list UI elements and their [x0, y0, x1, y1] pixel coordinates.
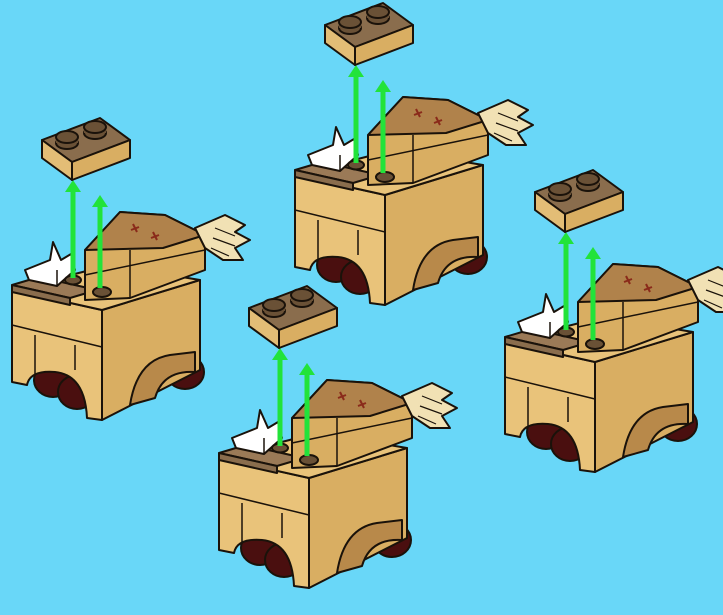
stud-top — [549, 183, 571, 195]
open-stud — [93, 287, 111, 297]
open-stud — [300, 455, 318, 465]
stud-top — [84, 121, 106, 133]
stud-top — [291, 289, 313, 301]
stud-top — [56, 131, 78, 143]
stud-top — [263, 299, 285, 311]
stud-top — [577, 173, 599, 185]
open-stud — [586, 339, 604, 349]
open-stud — [376, 172, 394, 182]
stud-top — [367, 6, 389, 18]
stud-top — [339, 16, 361, 28]
